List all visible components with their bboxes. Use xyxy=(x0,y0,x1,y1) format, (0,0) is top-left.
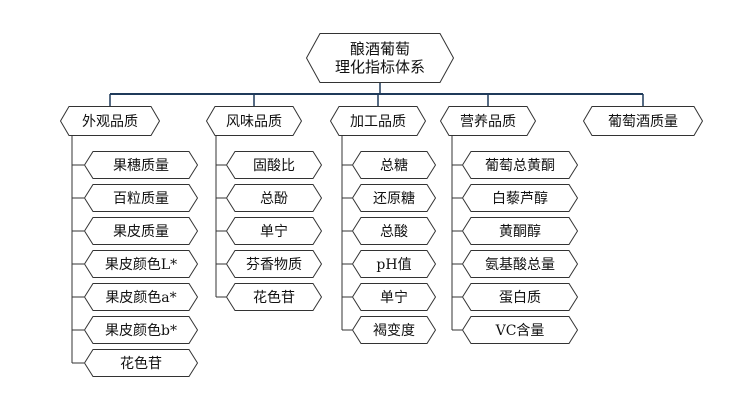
leaf-node-2-3-label: pH值 xyxy=(376,257,412,273)
root-title-line1: 酿酒葡萄 xyxy=(349,40,410,58)
leaf-node-0-0-label: 果穗质量 xyxy=(113,158,169,174)
leaf-node-0-5-label: 果皮颜色b* xyxy=(105,323,177,339)
leaf-node-2-1: 还原糖 xyxy=(352,184,436,212)
leaf-node-2-1-label: 还原糖 xyxy=(373,191,415,207)
category-node-2: 加工品质 xyxy=(330,106,426,136)
leaf-node-3-0-label: 葡萄总黄酮 xyxy=(485,158,555,174)
leaf-node-0-4: 果皮颜色a* xyxy=(84,283,198,311)
leaf-node-2-3: pH值 xyxy=(352,250,436,278)
category-node-0-label: 外观品质 xyxy=(82,114,138,130)
leaf-node-3-5: VC含量 xyxy=(462,316,578,344)
leaf-node-0-6: 花色苷 xyxy=(84,349,198,377)
leaf-node-1-4-label: 花色苷 xyxy=(253,290,295,306)
leaf-node-3-4-label: 蛋白质 xyxy=(499,290,541,306)
leaf-node-1-3-label: 芬香物质 xyxy=(246,257,302,273)
root-node: 酿酒葡萄 理化指标体系 xyxy=(306,33,454,83)
leaf-node-3-1-label: 白藜芦醇 xyxy=(492,191,548,207)
leaf-node-3-3: 氨基酸总量 xyxy=(462,250,578,278)
leaf-node-0-4-label: 果皮颜色a* xyxy=(105,290,177,306)
leaf-node-0-1: 百粒质量 xyxy=(84,184,198,212)
leaf-node-3-2-label: 黄酮醇 xyxy=(499,224,541,240)
category-node-1: 风味品质 xyxy=(206,106,302,136)
leaf-node-0-5: 果皮颜色b* xyxy=(84,316,198,344)
leaf-node-3-3-label: 氨基酸总量 xyxy=(485,257,555,273)
leaf-node-1-0-label: 固酸比 xyxy=(253,158,295,174)
leaf-node-3-4: 蛋白质 xyxy=(462,283,578,311)
leaf-node-0-1-label: 百粒质量 xyxy=(113,191,169,207)
leaf-node-1-0: 固酸比 xyxy=(226,151,322,179)
leaf-node-1-1: 总酚 xyxy=(226,184,322,212)
leaf-node-0-0: 果穗质量 xyxy=(84,151,198,179)
leaf-node-3-2: 黄酮醇 xyxy=(462,217,578,245)
leaf-node-2-5-label: 褐变度 xyxy=(373,323,415,339)
category-node-0: 外观品质 xyxy=(60,106,160,136)
leaf-node-1-3: 芬香物质 xyxy=(226,250,322,278)
leaf-node-0-3: 果皮颜色L* xyxy=(84,250,198,278)
leaf-node-1-2: 单宁 xyxy=(226,217,322,245)
category-node-3-label: 营养品质 xyxy=(460,114,516,130)
leaf-node-2-4-label: 单宁 xyxy=(380,290,408,306)
category-node-4-label: 葡萄酒质量 xyxy=(608,114,678,130)
leaf-node-3-5-label: VC含量 xyxy=(495,323,545,339)
leaf-node-2-2-label: 总酸 xyxy=(380,224,408,240)
leaf-node-2-0: 总糖 xyxy=(352,151,436,179)
leaf-node-2-0-label: 总糖 xyxy=(380,158,408,174)
leaf-node-1-4: 花色苷 xyxy=(226,283,322,311)
root-title-line2: 理化指标体系 xyxy=(334,58,425,76)
category-node-1-label: 风味品质 xyxy=(226,114,282,130)
leaf-node-0-2: 果皮质量 xyxy=(84,217,198,245)
leaf-node-2-5: 褐变度 xyxy=(352,316,436,344)
leaf-node-1-1-label: 总酚 xyxy=(260,191,288,207)
leaf-node-1-2-label: 单宁 xyxy=(260,224,288,240)
category-node-2-label: 加工品质 xyxy=(350,114,406,130)
leaf-node-2-2: 总酸 xyxy=(352,217,436,245)
category-node-4: 葡萄酒质量 xyxy=(583,106,703,136)
leaf-node-0-2-label: 果皮质量 xyxy=(113,224,169,240)
leaf-node-0-3-label: 果皮颜色L* xyxy=(104,257,178,273)
category-node-3: 营养品质 xyxy=(440,106,536,136)
leaf-node-2-4: 单宁 xyxy=(352,283,436,311)
leaf-node-3-0: 葡萄总黄酮 xyxy=(462,151,578,179)
leaf-node-3-1: 白藜芦醇 xyxy=(462,184,578,212)
leaf-node-0-6-label: 花色苷 xyxy=(120,356,162,372)
